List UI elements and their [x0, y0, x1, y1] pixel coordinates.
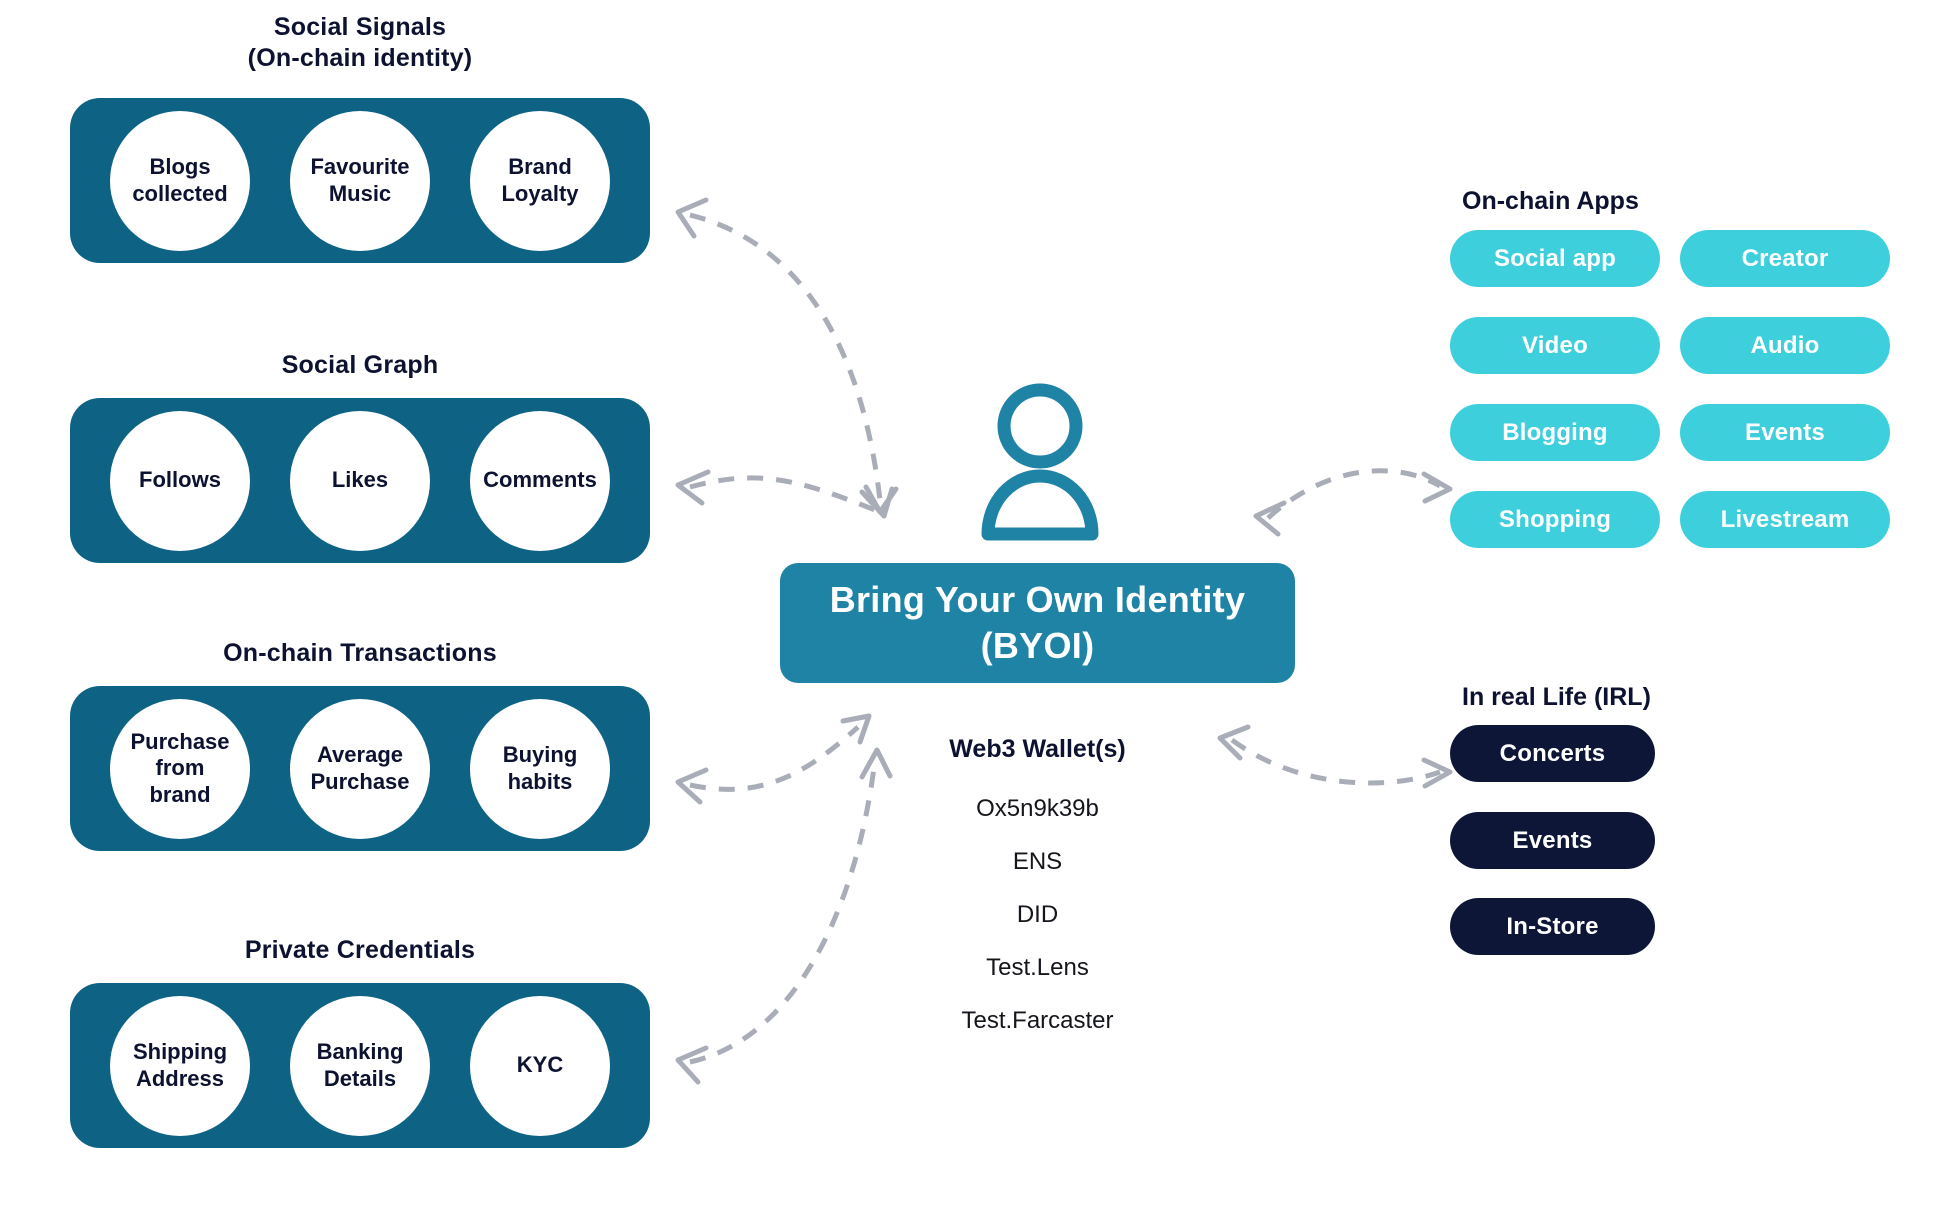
bubble-banking-details[interactable]: Banking Details: [290, 995, 430, 1136]
byoi-card[interactable]: Bring Your Own Identity (BYOI): [780, 563, 1295, 683]
wallet-item-ens: ENS: [1012, 848, 1063, 875]
panel-private-credentials: Shipping Address Banking Details KYC: [70, 983, 650, 1148]
wallet-title: Web3 Wallet(s): [949, 735, 1126, 763]
pill-blogging[interactable]: Blogging: [1450, 404, 1660, 461]
group-title-onchain-apps: On-chain Apps: [1462, 187, 1639, 215]
group-onchain-transactions: On-chain Transactions Purchase from bran…: [0, 618, 720, 908]
wallet-list: Ox5n9k39b ENS DID Test.Lens Test.Farcast…: [780, 795, 1295, 1060]
pill-concerts[interactable]: Concerts: [1450, 725, 1655, 782]
bubble-comments[interactable]: Comments: [470, 410, 610, 551]
person-icon: [980, 382, 1100, 542]
wallet-item-lens: Test.Lens: [986, 954, 1089, 981]
pill-shopping[interactable]: Shopping: [1450, 491, 1660, 548]
group-title-social-signals: Social Signals (On-chain identity): [247, 13, 473, 72]
pill-audio[interactable]: Audio: [1680, 317, 1890, 374]
pill-events-irl[interactable]: Events: [1450, 812, 1655, 869]
pill-video[interactable]: Video: [1450, 317, 1660, 374]
bubble-blogs-collected[interactable]: Blogs collected: [110, 110, 250, 251]
pill-events-app[interactable]: Events: [1680, 404, 1890, 461]
bubble-likes[interactable]: Likes: [290, 410, 430, 551]
wallet-item-address: Ox5n9k39b: [976, 795, 1099, 822]
pill-creator[interactable]: Creator: [1680, 230, 1890, 287]
wallet-item-did: DID: [1016, 901, 1059, 928]
pill-social-app[interactable]: Social app: [1450, 230, 1660, 287]
bubble-purchase-from-brand[interactable]: Purchase from brand: [110, 698, 250, 839]
group-social-signals: Social Signals (On-chain identity) Blogs…: [0, 0, 720, 300]
group-private-credentials: Private Credentials Shipping Address Ban…: [0, 915, 720, 1205]
panel-social-graph: Follows Likes Comments: [70, 398, 650, 563]
panel-onchain-transactions: Purchase from brand Average Purchase Buy…: [70, 686, 650, 851]
bubble-brand-loyalty[interactable]: Brand Loyalty: [470, 110, 610, 251]
bubble-follows[interactable]: Follows: [110, 410, 250, 551]
bubble-shipping-address[interactable]: Shipping Address: [110, 995, 250, 1136]
panel-social-signals: Blogs collected Favourite Music Brand Lo…: [70, 98, 650, 263]
group-title-social-graph: Social Graph: [281, 351, 439, 379]
pill-in-store[interactable]: In-Store: [1450, 898, 1655, 955]
wallet-item-farcaster: Test.Farcaster: [961, 1007, 1114, 1034]
group-title-irl: In real Life (IRL): [1462, 683, 1651, 711]
group-title-private-credentials: Private Credentials: [244, 936, 476, 964]
bubble-buying-habits[interactable]: Buying habits: [470, 698, 610, 839]
group-title-onchain-transactions: On-chain Transactions: [223, 639, 497, 667]
pill-livestream[interactable]: Livestream: [1680, 491, 1890, 548]
group-social-graph: Social Graph Follows Likes Comments: [0, 330, 720, 610]
bubble-kyc[interactable]: KYC: [470, 995, 610, 1136]
bubble-average-purchase[interactable]: Average Purchase: [290, 698, 430, 839]
bubble-favourite-music[interactable]: Favourite Music: [290, 110, 430, 251]
